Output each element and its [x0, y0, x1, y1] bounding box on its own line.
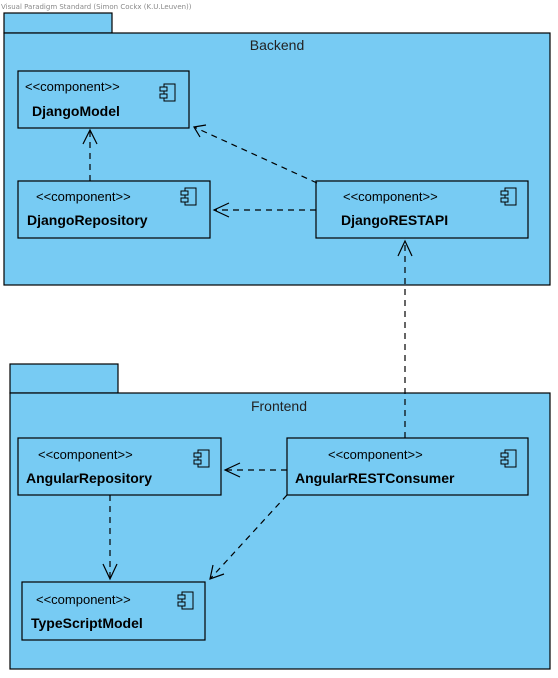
- component-stereotype: <<component>>: [36, 592, 131, 607]
- component-stereotype: <<component>>: [38, 447, 133, 462]
- component-icon: [177, 591, 194, 610]
- component-stereotype: <<component>>: [328, 447, 423, 462]
- component-icon: [180, 187, 197, 206]
- dependency-angular-rest-consumer-to-angular-repository[interactable]: [223, 462, 287, 478]
- component-name: DjangoRESTAPI: [341, 212, 448, 228]
- package-name: Backend: [250, 37, 304, 53]
- component-stereotype: <<component>>: [25, 79, 120, 94]
- component-box: [286, 437, 529, 496]
- component-box: [21, 581, 206, 641]
- component-name: AngularRepository: [26, 470, 152, 486]
- package-tab: [9, 363, 119, 394]
- component-box: [17, 70, 190, 129]
- component-icon: [193, 449, 210, 468]
- component-name: DjangoRepository: [27, 212, 148, 228]
- dependency-django-rest-api-to-django-repository[interactable]: [212, 202, 316, 218]
- component-name: TypeScriptModel: [31, 615, 143, 631]
- component-box: [17, 180, 211, 239]
- component-box: [17, 437, 222, 496]
- component-django-rest-api[interactable]: <<component>> DjangoRESTAPI: [315, 180, 529, 239]
- component-icon: [500, 449, 517, 468]
- dependency-django-rest-api-to-django-model[interactable]: [193, 124, 318, 184]
- package-name: Frontend: [251, 398, 307, 414]
- component-name: AngularRESTConsumer: [295, 470, 455, 486]
- component-angular-rest-consumer[interactable]: <<component>> AngularRESTConsumer: [286, 437, 529, 496]
- component-name: DjangoModel: [32, 103, 120, 119]
- component-django-repository[interactable]: <<component>> DjangoRepository: [17, 180, 211, 239]
- package-backend[interactable]: Backend: [3, 12, 551, 286]
- component-typescript-model[interactable]: <<component>> TypeScriptModel: [21, 581, 206, 641]
- dependency-django-repository-to-django-model[interactable]: [82, 128, 98, 181]
- component-stereotype: <<component>>: [36, 189, 131, 204]
- dependency-angular-rest-consumer-to-typescript-model[interactable]: [209, 494, 288, 580]
- component-stereotype: <<component>>: [343, 189, 438, 204]
- component-django-model[interactable]: <<component>> DjangoModel: [17, 70, 190, 129]
- package-tab: [3, 12, 113, 34]
- component-icon: [500, 187, 517, 206]
- component-icon: [159, 83, 176, 102]
- component-angular-repository[interactable]: <<component>> AngularRepository: [17, 437, 222, 496]
- dependency-angular-rest-consumer-to-django-rest-api[interactable]: [397, 239, 413, 438]
- dependency-angular-repository-to-typescript-model[interactable]: [102, 495, 118, 581]
- watermark: Visual Paradigm Standard (Simon Cockx (K…: [1, 3, 192, 11]
